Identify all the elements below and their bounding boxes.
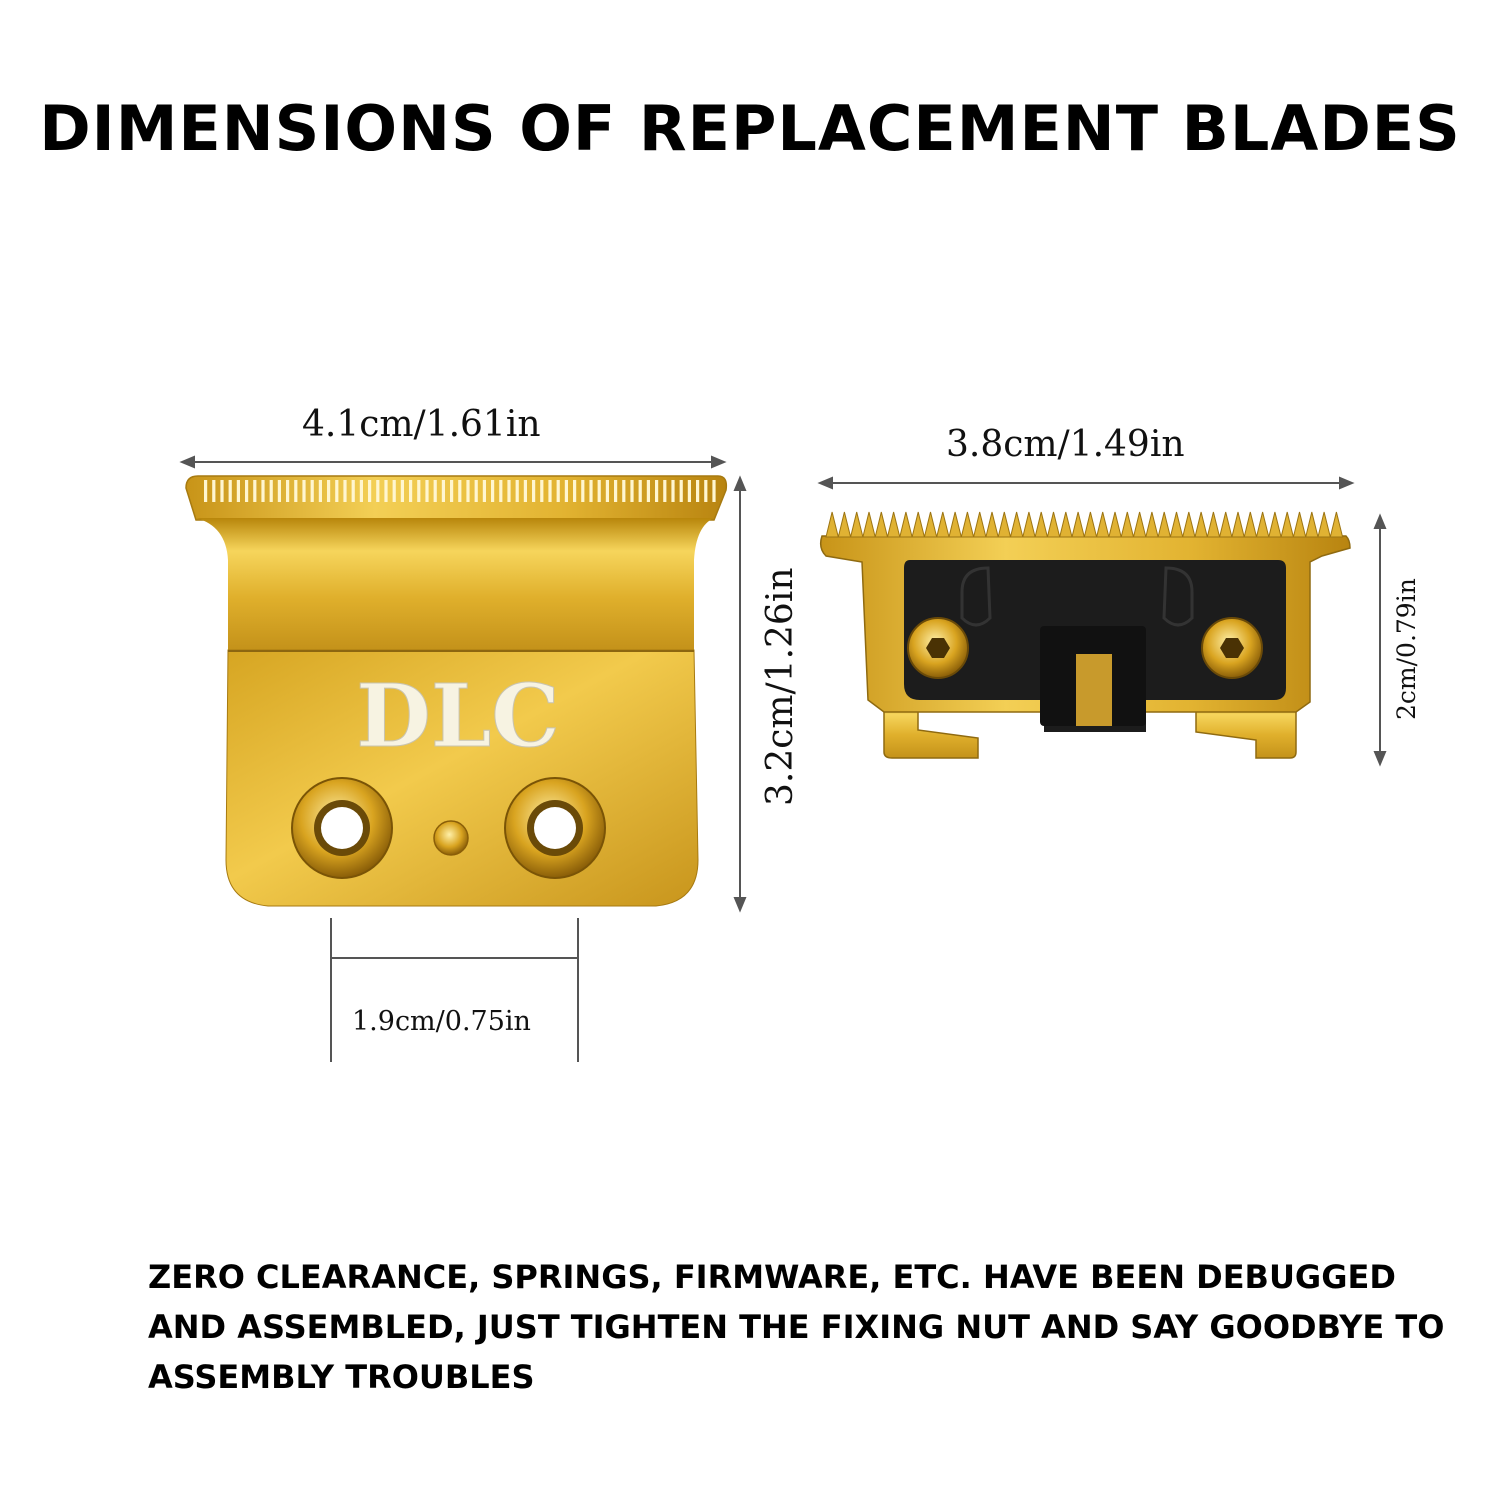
- drive-slot: [1076, 654, 1112, 726]
- right-width-label: 3.8cm/1.49in: [946, 424, 1185, 465]
- tooth-gap: [515, 480, 519, 502]
- left-dimension-lines: [179, 455, 747, 1062]
- tooth-gap: [417, 480, 421, 502]
- tooth-gap: [302, 480, 306, 502]
- left-height-label: 3.2cm/1.26in: [760, 567, 801, 806]
- tooth-gap: [212, 480, 216, 502]
- tooth-gap: [614, 480, 618, 502]
- right-blade-left-foot: [883, 699, 979, 759]
- tooth-gap: [261, 480, 265, 502]
- tooth-gap: [671, 480, 675, 502]
- tooth-gap: [245, 480, 249, 502]
- tooth-gap: [318, 480, 322, 502]
- tooth-gap: [220, 480, 224, 502]
- tooth-gap: [286, 480, 290, 502]
- tooth-gap: [712, 480, 716, 502]
- tooth-gap: [532, 480, 536, 502]
- tooth-gap: [327, 480, 331, 502]
- tooth-gap: [581, 480, 585, 502]
- right-blade-right-foot: [1195, 699, 1297, 759]
- tooth-gap: [269, 480, 273, 502]
- tooth-gap: [696, 480, 700, 502]
- left-hole-icon: [291, 777, 393, 879]
- tooth-gap: [253, 480, 257, 502]
- tooth-gap: [433, 480, 437, 502]
- tooth-gap: [450, 480, 454, 502]
- tooth-gap: [310, 480, 314, 502]
- tooth-gap: [564, 480, 568, 502]
- left-width-label: 4.1cm/1.61in: [302, 404, 541, 445]
- right-blade: [819, 511, 1351, 759]
- tooth-gap: [441, 480, 445, 502]
- right-dimension-lines: [817, 476, 1387, 767]
- tooth-gap: [236, 480, 240, 502]
- left-blade-teeth: [204, 480, 716, 502]
- right-height-label: 2cm/0.79in: [1392, 578, 1421, 720]
- tooth-gap: [392, 480, 396, 502]
- assembly-note: ZERO CLEARANCE, SPRINGS, FIRMWARE, ETC. …: [148, 1258, 1445, 1396]
- right-screw-icon: [1201, 617, 1263, 679]
- left-blade-upper-plate: [196, 518, 714, 650]
- tooth-gap: [507, 480, 511, 502]
- tooth-gap: [556, 480, 560, 502]
- hole-spacing-label: 1.9cm/0.75in: [352, 1006, 531, 1037]
- tooth-gap: [540, 480, 544, 502]
- tooth-gap: [499, 480, 503, 502]
- tooth-gap: [376, 480, 380, 502]
- tooth-gap: [597, 480, 601, 502]
- tooth-gap: [368, 480, 372, 502]
- tooth-gap: [425, 480, 429, 502]
- left-screw-icon: [907, 617, 969, 679]
- tooth-gap: [491, 480, 495, 502]
- tooth-gap: [359, 480, 363, 502]
- tooth-gap: [409, 480, 413, 502]
- tooth-gap: [335, 480, 339, 502]
- tooth-gap: [573, 480, 577, 502]
- tooth-gap: [630, 480, 634, 502]
- tooth-gap: [228, 480, 232, 502]
- tooth-gap: [589, 480, 593, 502]
- left-blade: DLC: [185, 475, 728, 907]
- tooth-gap: [351, 480, 355, 502]
- tooth-gap: [646, 480, 650, 502]
- tooth-gap: [548, 480, 552, 502]
- dlc-engraving: DLC: [356, 666, 560, 767]
- tooth-gap: [679, 480, 683, 502]
- page-title: DIMENSIONS OF REPLACEMENT BLADES: [39, 92, 1461, 165]
- tooth-gap: [704, 480, 708, 502]
- tooth-gap: [466, 480, 470, 502]
- tooth-gap: [294, 480, 298, 502]
- tooth-gap: [622, 480, 626, 502]
- tooth-gap: [523, 480, 527, 502]
- tooth-gap: [400, 480, 404, 502]
- right-hole-icon: [504, 777, 606, 879]
- tooth-gap: [204, 480, 208, 502]
- tooth-gap: [638, 480, 642, 502]
- tooth-gap: [482, 480, 486, 502]
- left-blade-teeth-bar: [185, 475, 728, 521]
- center-pin-icon: [433, 820, 469, 856]
- tooth-gap: [458, 480, 462, 502]
- tooth-gap: [343, 480, 347, 502]
- tooth-gap: [663, 480, 667, 502]
- tooth-gap: [474, 480, 478, 502]
- tooth-gap: [605, 480, 609, 502]
- tooth-gap: [384, 480, 388, 502]
- tooth-gap: [277, 480, 281, 502]
- housing-slots: [960, 566, 1194, 627]
- teeth-row: [825, 511, 1344, 538]
- tooth-gap: [687, 480, 691, 502]
- tooth-gap: [655, 480, 659, 502]
- right-blade-teeth: [825, 511, 1344, 538]
